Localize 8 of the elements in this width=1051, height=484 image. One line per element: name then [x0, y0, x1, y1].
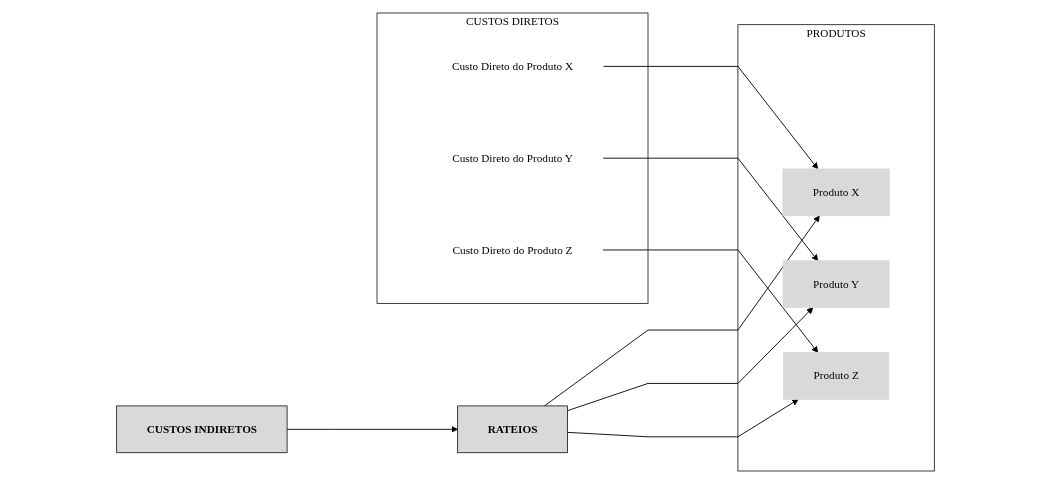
node-box: RATEIOS	[457, 405, 568, 454]
node-text: Custo Direto do Produto Z	[452, 243, 573, 256]
node-box: Produto X	[782, 168, 890, 217]
node-box: Produto Z	[783, 352, 890, 400]
node-text: Custo Direto do Produto X	[451, 60, 574, 73]
node-box: CUSTOS INDIRETOS	[116, 405, 288, 454]
node-text: Custo Direto do Produto Y	[452, 151, 573, 164]
node-box: Produto Y	[782, 260, 890, 308]
